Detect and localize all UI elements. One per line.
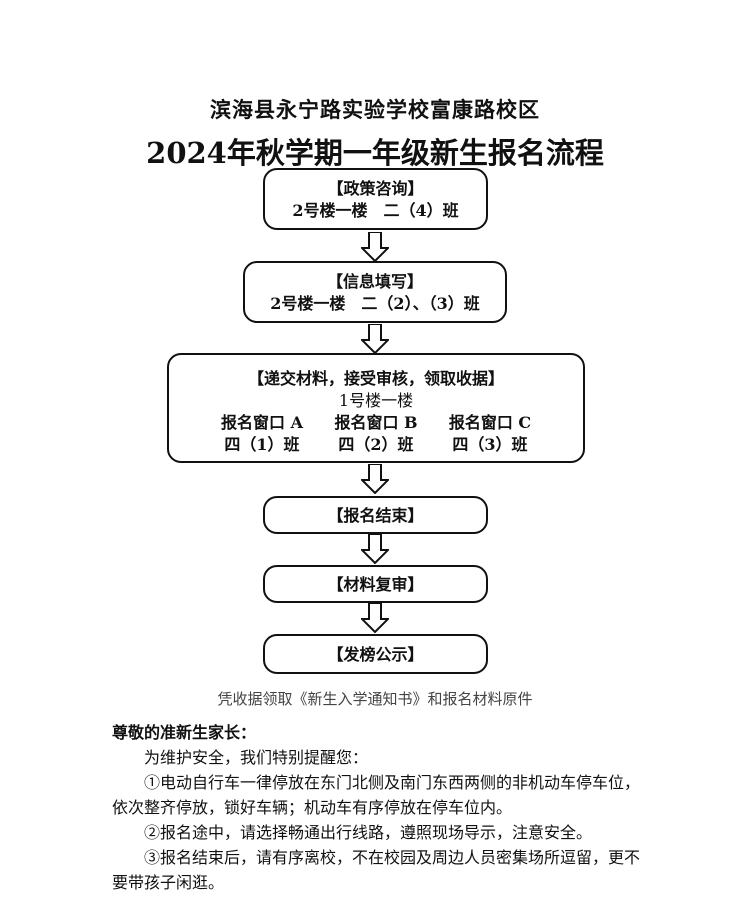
step-policy-location: 2号楼一楼 二（4）班 [292, 201, 459, 220]
notice-item: ①电动自行车一律停放在东门北侧及南门东西两侧的非机动车停车位，依次整齐停放，锁好… [112, 773, 641, 817]
step-info-location: 2号楼一楼 二（2）、（3）班 [270, 294, 480, 313]
page-title: 2024年秋学期一年级新生报名流程 [146, 136, 604, 170]
step-policy-label: 【政策咨询】 [327, 179, 424, 198]
window-a-room: 四（1）班 [224, 435, 300, 454]
step-review: 【材料复审】 [263, 565, 488, 603]
step-policy-consult: 【政策咨询】 2号楼一楼 二（4）班 [263, 168, 488, 230]
window-b-name: 报名窗口 B [334, 413, 418, 432]
window-a: 报名窗口 A 四（1）班 [205, 412, 319, 456]
step-submit-location: 1号楼一楼 [338, 391, 414, 410]
step-publish-label: 【发榜公示】 [327, 645, 424, 664]
window-c-room: 四（3）班 [452, 435, 528, 454]
notice-greeting: 尊敬的准新生家长： [112, 723, 257, 742]
step-review-label: 【材料复审】 [327, 575, 424, 594]
step-info-fill: 【信息填写】 2号楼一楼 二（2）、（3）班 [243, 261, 507, 323]
arrow-down-icon [361, 232, 389, 262]
window-c: 报名窗口 C 四（3）班 [433, 412, 547, 456]
window-c-name: 报名窗口 C [448, 413, 532, 432]
step-info-label: 【信息填写】 [326, 272, 423, 291]
step-submit-label: 【递交材料，接受审核，领取收据】 [247, 369, 504, 388]
step-submit-materials: 【递交材料，接受审核，领取收据】 1号楼一楼 报名窗口 A 四（1）班 报名窗口… [167, 353, 585, 463]
notice: 尊敬的准新生家长： 为维护安全，我们特别提醒您： ①电动自行车一律停放在东门北侧… [112, 720, 652, 895]
arrow-down-icon [361, 603, 389, 633]
notice-intro: 为维护安全，我们特别提醒您： [144, 748, 369, 767]
arrow-down-icon [361, 464, 389, 494]
window-b: 报名窗口 B 四（2）班 [319, 412, 433, 456]
step-finish: 【报名结束】 [263, 496, 488, 534]
notice-item: ③报名结束后，请有序离校，不在校园及周边人员密集场所逗留，更不要带孩子闲逛。 [112, 848, 641, 892]
step-finish-label: 【报名结束】 [327, 506, 424, 525]
notice-item: ②报名途中，请选择畅通出行线路，遵照现场导示，注意安全。 [144, 823, 593, 842]
school-name: 滨海县永宁路实验学校富康路校区 [210, 97, 540, 122]
window-b-room: 四（2）班 [338, 435, 414, 454]
step-publish: 【发榜公示】 [263, 634, 488, 674]
caption: 凭收据领取《新生入学通知书》和报名材料原件 [217, 690, 533, 708]
window-list: 报名窗口 A 四（1）班 报名窗口 B 四（2）班 报名窗口 C 四（3）班 [169, 412, 583, 456]
arrow-down-icon [361, 534, 389, 564]
arrow-down-icon [361, 324, 389, 354]
window-a-name: 报名窗口 A [221, 413, 303, 432]
